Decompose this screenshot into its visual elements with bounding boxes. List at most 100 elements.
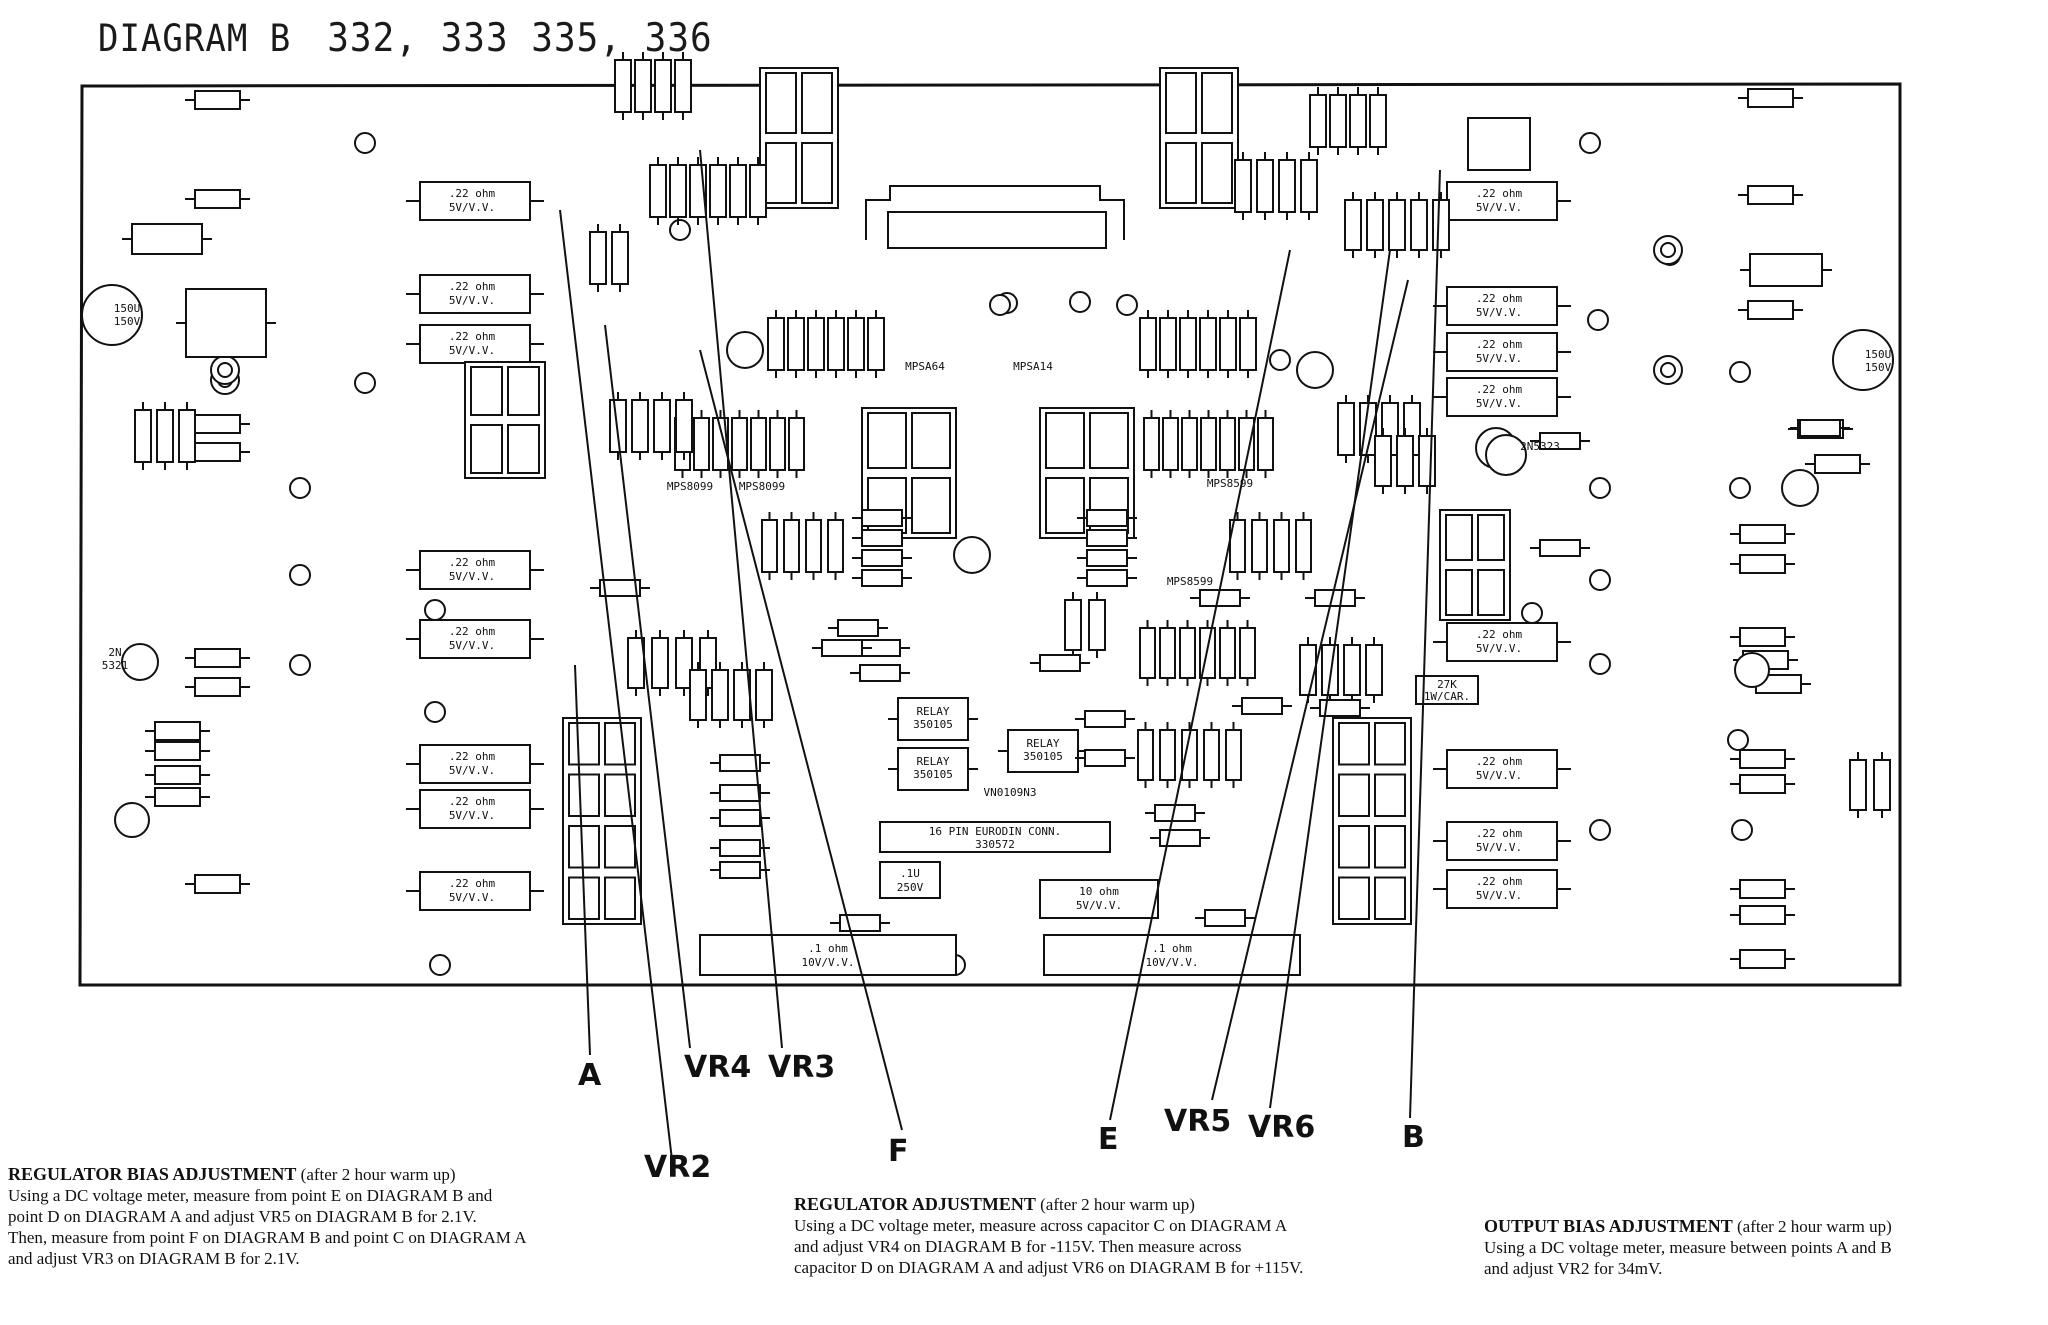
regulator-note: REGULATOR ADJUSTMENT (after 2 hour warm …: [794, 1194, 1414, 1278]
mounting-hole: [1660, 242, 1676, 258]
resistor-vertical: [614, 52, 632, 120]
top-connector: [865, 185, 1125, 240]
mounting-hole: [289, 477, 311, 499]
resistor-vertical: [733, 662, 751, 728]
regulator-line: capacitor D on DIAGRAM A and adjust VR6 …: [794, 1258, 1304, 1277]
resistor: [590, 579, 650, 597]
resistor-vertical: [156, 402, 174, 470]
mounting-hole: [1069, 291, 1091, 313]
resistor-vertical: [731, 410, 748, 478]
vn0109-label: VN0109N3: [984, 786, 1037, 799]
output-bias-heading: OUTPUT BIAS ADJUSTMENT: [1484, 1216, 1733, 1236]
resistor: [852, 569, 912, 587]
mounting-hole: [1731, 819, 1753, 841]
resistor-vertical: [750, 410, 767, 478]
resistor-vertical: [1366, 192, 1384, 258]
mounting-hole: [354, 132, 376, 154]
heatsink-right-lower: [1332, 717, 1412, 925]
resistor-vertical: [1064, 592, 1082, 658]
resistor-vertical: [1179, 620, 1196, 686]
diagram-name: DIAGRAM B: [98, 17, 292, 62]
resistor-vertical: [1396, 428, 1414, 494]
mounting-hole: [424, 599, 446, 621]
resistor-vertical: [827, 310, 845, 378]
resistor-10ohm: [1039, 879, 1159, 919]
mpsa14-label: MPSA14: [1013, 360, 1053, 373]
resistor-vertical: [631, 392, 649, 460]
electrolytic-capacitor: [1832, 329, 1894, 391]
resistor-vertical: [649, 157, 667, 225]
resistor: [185, 189, 250, 209]
resistor-vertical: [651, 630, 669, 696]
resistor-vertical: [178, 402, 196, 470]
resistor: [1730, 905, 1795, 925]
resistor-vertical: [1432, 192, 1450, 258]
resistor-vertical: [867, 310, 885, 378]
resistor-vertical: [1137, 722, 1154, 788]
resistor: [1310, 699, 1370, 717]
resistor-vertical: [711, 662, 729, 728]
mpsa64-label: MPSA64: [905, 360, 945, 373]
resistor: [1738, 88, 1803, 108]
mounting-hole: [1660, 362, 1676, 378]
electrolytic-capacitor: [1296, 351, 1334, 389]
resistor-vertical: [654, 52, 672, 120]
mounting-hole: [354, 372, 376, 394]
resistor: [145, 741, 210, 761]
resistor-vertical: [1229, 512, 1246, 580]
vr4-label: VR4: [684, 1050, 752, 1085]
electrolytic-capacitor: [953, 536, 991, 574]
resistor: [1030, 654, 1090, 672]
lead-point-b: [1409, 169, 1441, 1119]
mounting-hole: [289, 654, 311, 676]
resistor-vertical: [1369, 87, 1387, 155]
electrolytic-capacitor: [726, 331, 764, 369]
diagram-models: 332, 333 335, 336: [327, 15, 713, 62]
resistor-vertical: [1162, 410, 1179, 478]
eurodin-connector-label: 16 PIN EURODIN CONN.330572: [929, 825, 1061, 851]
lead-vr5: [1211, 279, 1409, 1101]
vr5-label: VR5: [1164, 1104, 1232, 1139]
point-e-label: E: [1098, 1122, 1119, 1157]
resistor: [1530, 539, 1590, 557]
resistor: [185, 648, 250, 668]
regulator-bias-line: Then, measure from point F on DIAGRAM B …: [8, 1228, 527, 1247]
mounting-hole: [1589, 653, 1611, 675]
resistor-vertical: [1251, 512, 1268, 580]
resistor: [145, 765, 210, 785]
mounting-hole: [1727, 729, 1749, 751]
resistor: [830, 914, 890, 932]
regulator-bias-line: and adjust VR3 on DIAGRAM B for 2.1V.: [8, 1249, 300, 1268]
lead-point-e: [1109, 249, 1291, 1121]
resistor-vertical: [1219, 410, 1236, 478]
resistor: [1530, 432, 1590, 450]
relay-1: [888, 697, 978, 741]
resistor: [1738, 300, 1803, 320]
resistor-vertical: [749, 157, 767, 225]
mps8599-a-label: MPS8599: [1207, 477, 1253, 490]
resistor-vertical: [1139, 310, 1157, 378]
resistor: [710, 861, 770, 879]
heatsink-left-lower: [562, 717, 642, 925]
resistor: [145, 721, 210, 741]
regulator-suffix: (after 2 hour warm up): [1040, 1195, 1195, 1214]
resistor-vertical: [1179, 310, 1197, 378]
regulator-line: and adjust VR4 on DIAGRAM B for -115V. T…: [794, 1237, 1242, 1256]
resistor: [1077, 569, 1137, 587]
